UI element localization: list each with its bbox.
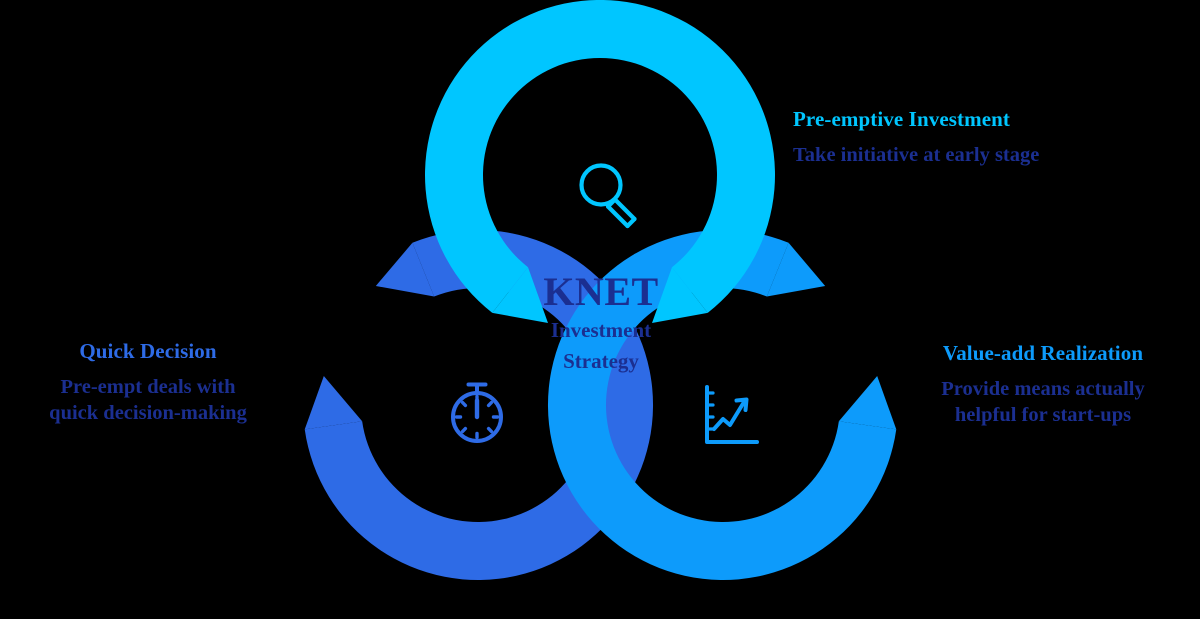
label-description-line: Take initiative at early stage — [793, 143, 1040, 166]
label-description-line: Provide means actually — [941, 377, 1145, 400]
magnifier-icon — [579, 163, 637, 229]
label-description-line: Pre-empt deals with — [60, 375, 236, 398]
brand-subtitle-line-2: Strategy — [563, 349, 639, 374]
center-wordmark: KNET Investment Strategy — [481, 269, 721, 375]
label-value-add-realization: Value-add Realization Provide means actu… — [912, 340, 1174, 428]
brand-subtitle-line-1: Investment — [550, 317, 652, 342]
stopwatch-icon — [451, 382, 503, 443]
label-description-pre-emptive: Take initiative at early stage — [793, 142, 1039, 168]
label-description-value-add: Provide means actually helpful for start… — [912, 376, 1174, 428]
label-description-line: quick decision-making — [49, 402, 247, 425]
label-description-quick-decision: Pre-empt deals with quick decision-makin… — [18, 374, 278, 426]
brand-name: KNET — [543, 269, 659, 314]
line-chart-icon — [705, 385, 759, 444]
label-title-quick-decision: Quick Decision — [79, 339, 217, 363]
label-description-line: helpful for start-ups — [954, 404, 1132, 427]
label-title-value-add: Value-add Realization — [942, 341, 1144, 365]
label-title-pre-emptive: Pre-emptive Investment — [793, 107, 1010, 131]
label-pre-emptive-investment: Pre-emptive Investment Take initiative a… — [793, 106, 1039, 168]
label-quick-decision: Quick Decision Pre-empt deals with quick… — [18, 338, 278, 426]
